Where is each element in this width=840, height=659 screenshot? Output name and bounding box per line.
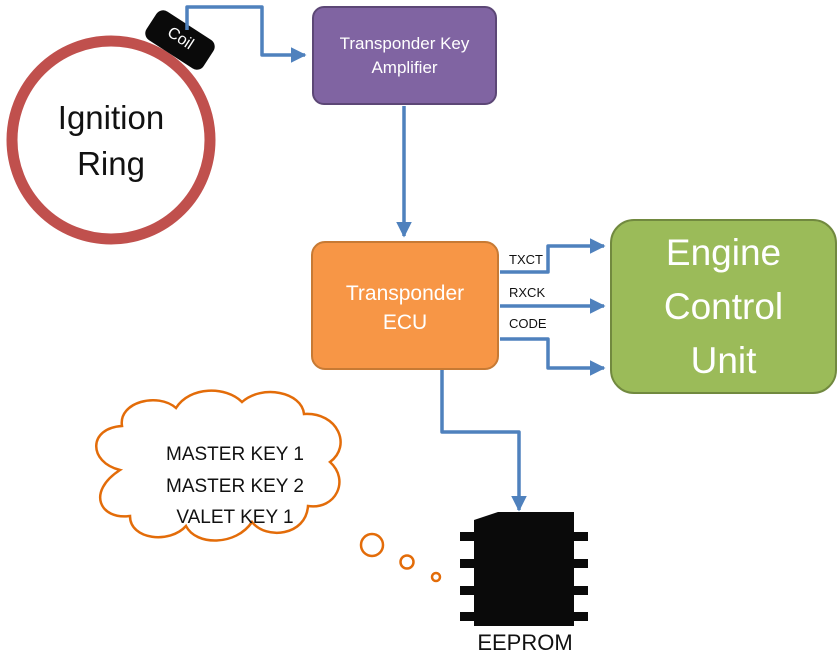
code-label: CODE <box>509 316 547 331</box>
eeprom-chip <box>460 512 588 626</box>
coil-to-amplifier-connector <box>185 5 307 63</box>
transponder-ecu-label: Transponder ECU <box>345 282 465 334</box>
rxck-label: RXCK <box>509 285 546 300</box>
eeprom-label: EEPROM <box>477 630 573 655</box>
txct-connector <box>500 238 606 274</box>
ignition-ring-label: Ignition Ring <box>57 99 165 182</box>
coil-tag <box>145 10 215 70</box>
thought-cloud <box>95 389 442 583</box>
transponder-key-amplifier-label: Transponder Key Amplifier <box>339 33 470 77</box>
ecu-to-eeprom-connector <box>440 355 527 512</box>
ignition-ring <box>6 35 216 245</box>
transponder-ecu-box: Transponder ECU <box>311 241 499 370</box>
valet-key-1-text: VALET KEY 1 <box>176 507 294 528</box>
engine-control-unit-box: Engine Control Unit <box>610 219 837 394</box>
transponder-key-amplifier-box: Transponder Key Amplifier <box>312 6 497 105</box>
engine-control-unit-label: Engine Control Unit <box>663 231 784 381</box>
code-connector <box>500 337 606 376</box>
txct-label: TXCT <box>509 252 543 267</box>
master-key-1-text: MASTER KEY 1 <box>166 444 304 465</box>
master-key-2-text: MASTER KEY 2 <box>166 476 304 497</box>
